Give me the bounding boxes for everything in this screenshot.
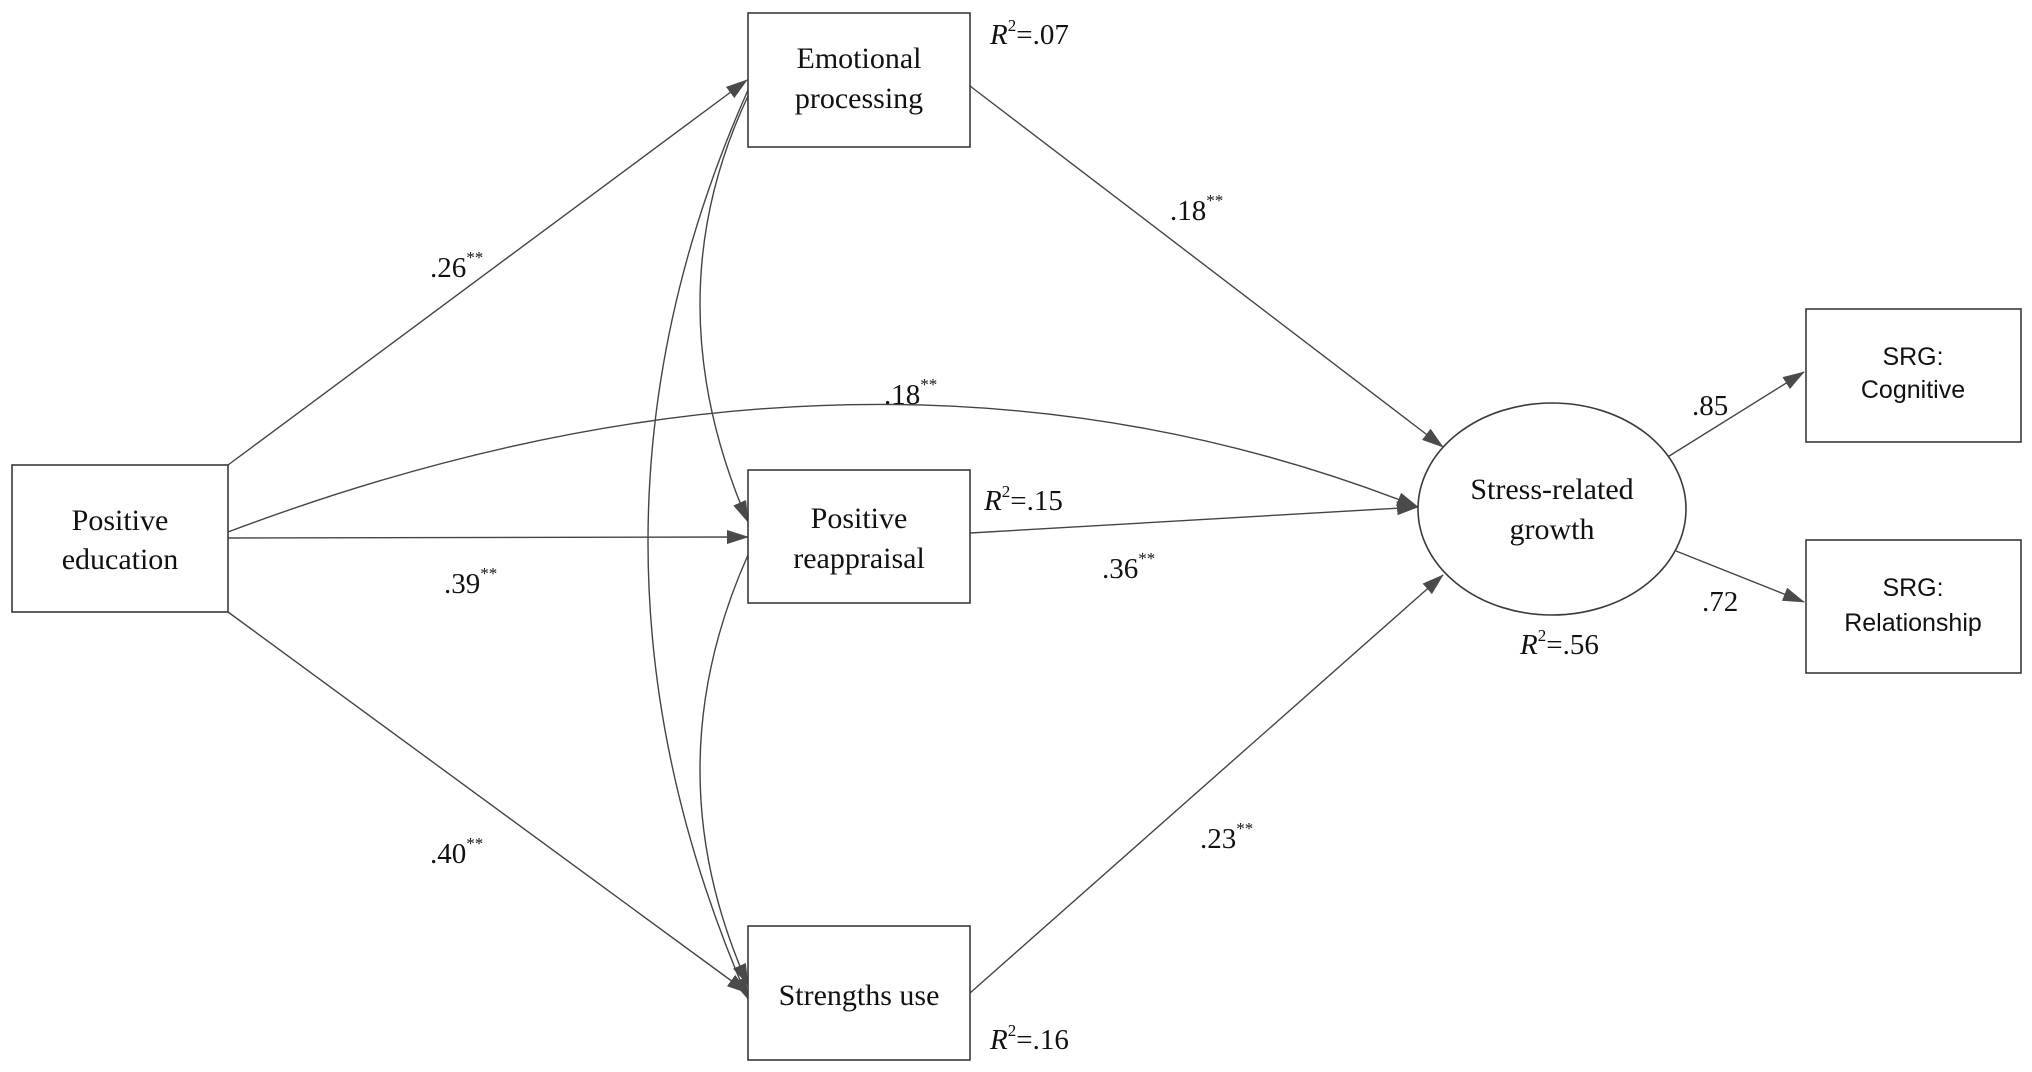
node-srg-cognitive-line2: Cognitive <box>1861 376 1965 404</box>
node-positive-reappraisal: Positive reappraisal <box>747 469 971 604</box>
node-positive-reappraisal-line2: reappraisal <box>793 542 925 575</box>
node-srg-relationship: SRG: Relationship <box>1805 539 2022 674</box>
coef-sig: ** <box>480 564 497 583</box>
r2-symbol: R <box>989 1024 1008 1056</box>
r2-value: =.15 <box>1010 485 1063 517</box>
node-srg-relationship-line2: Relationship <box>1844 609 1982 637</box>
path-edu-to-growth <box>227 403 1419 533</box>
coef-sig: ** <box>1206 191 1223 210</box>
coef-edu-to-growth: .18** <box>884 375 937 411</box>
covariance-emotional-reappraisal <box>699 74 764 523</box>
node-positive-education: Positive education <box>11 464 229 613</box>
path-emotional-to-growth <box>969 85 1444 448</box>
r2-value: =.07 <box>1016 19 1069 51</box>
coef-sig: ** <box>1236 819 1253 838</box>
coef-value: .40 <box>430 838 466 870</box>
r2-exponent: 2 <box>1538 626 1547 645</box>
node-positive-education-line2: education <box>62 543 179 576</box>
path-growth-to-relationship <box>1675 550 1805 603</box>
coef-edu-to-strengths: .40** <box>430 834 483 870</box>
r2-positive-reappraisal: R2=.15 <box>983 482 1063 517</box>
node-srg-relationship-line1: SRG: <box>1882 574 1943 602</box>
path-strengths-to-growth <box>969 574 1444 994</box>
coef-value: .36 <box>1102 553 1138 585</box>
node-strengths-use: Strengths use <box>747 925 971 1061</box>
coef-sig: ** <box>920 375 937 394</box>
coef-growth-to-cognitive: .85 <box>1692 390 1728 422</box>
node-emotional-processing-line1: Emotional <box>797 42 922 75</box>
path-reappraisal-to-growth <box>969 501 1419 534</box>
path-edu-to-emotional <box>227 79 748 466</box>
r2-strengths-use: R2=.16 <box>989 1021 1069 1056</box>
covariance-reappraisal-strengths <box>699 532 763 986</box>
coef-emotional-to-growth: .18** <box>1170 191 1223 227</box>
path-edu-to-reappraisal <box>227 530 749 545</box>
r2-symbol: R <box>989 19 1008 51</box>
coef-edu-to-emotional: .26** <box>430 248 483 284</box>
path-growth-to-cognitive <box>1665 371 1805 459</box>
coef-sig: ** <box>466 248 483 267</box>
node-stress-related-growth-line2: growth <box>1510 513 1595 546</box>
node-stress-related-growth-line1: Stress-related <box>1470 473 1633 506</box>
r2-symbol: R <box>1519 629 1538 661</box>
covariance-emotional-strengths <box>647 67 763 1000</box>
coef-value: .23 <box>1200 823 1236 855</box>
node-emotional-processing: Emotional processing <box>747 12 971 148</box>
coef-reappraisal-to-growth: .36** <box>1102 549 1155 585</box>
r2-value: =.56 <box>1546 629 1599 661</box>
path-edu-to-strengths <box>227 611 749 994</box>
coef-value: .18 <box>1170 195 1206 227</box>
node-srg-cognitive: SRG: Cognitive <box>1805 308 2022 443</box>
node-strengths-use-label: Strengths use <box>779 979 940 1012</box>
coef-value: .39 <box>444 568 480 600</box>
node-srg-cognitive-line1: SRG: <box>1882 343 1943 371</box>
node-positive-reappraisal-line1: Positive <box>811 502 908 535</box>
coef-sig: ** <box>1138 549 1155 568</box>
coef-value: .26 <box>430 252 466 284</box>
coef-growth-to-relationship: .72 <box>1702 586 1738 618</box>
node-positive-education-line1: Positive <box>72 504 169 537</box>
r2-value: =.16 <box>1016 1024 1069 1056</box>
r2-exponent: 2 <box>1008 1021 1017 1040</box>
coef-sig: ** <box>466 834 483 853</box>
r2-exponent: 2 <box>1008 16 1017 35</box>
r2-stress-related-growth: R2=.56 <box>1519 626 1599 661</box>
coef-value: .18 <box>884 379 920 411</box>
r2-emotional-processing: R2=.07 <box>989 16 1069 51</box>
r2-symbol: R <box>983 485 1002 517</box>
coef-edu-to-reappraisal: .39** <box>444 564 497 600</box>
node-stress-related-growth: Stress-related growth <box>1417 402 1687 616</box>
node-emotional-processing-line2: processing <box>795 82 923 115</box>
coef-strengths-to-growth: .23** <box>1200 819 1253 855</box>
r2-exponent: 2 <box>1002 482 1011 501</box>
